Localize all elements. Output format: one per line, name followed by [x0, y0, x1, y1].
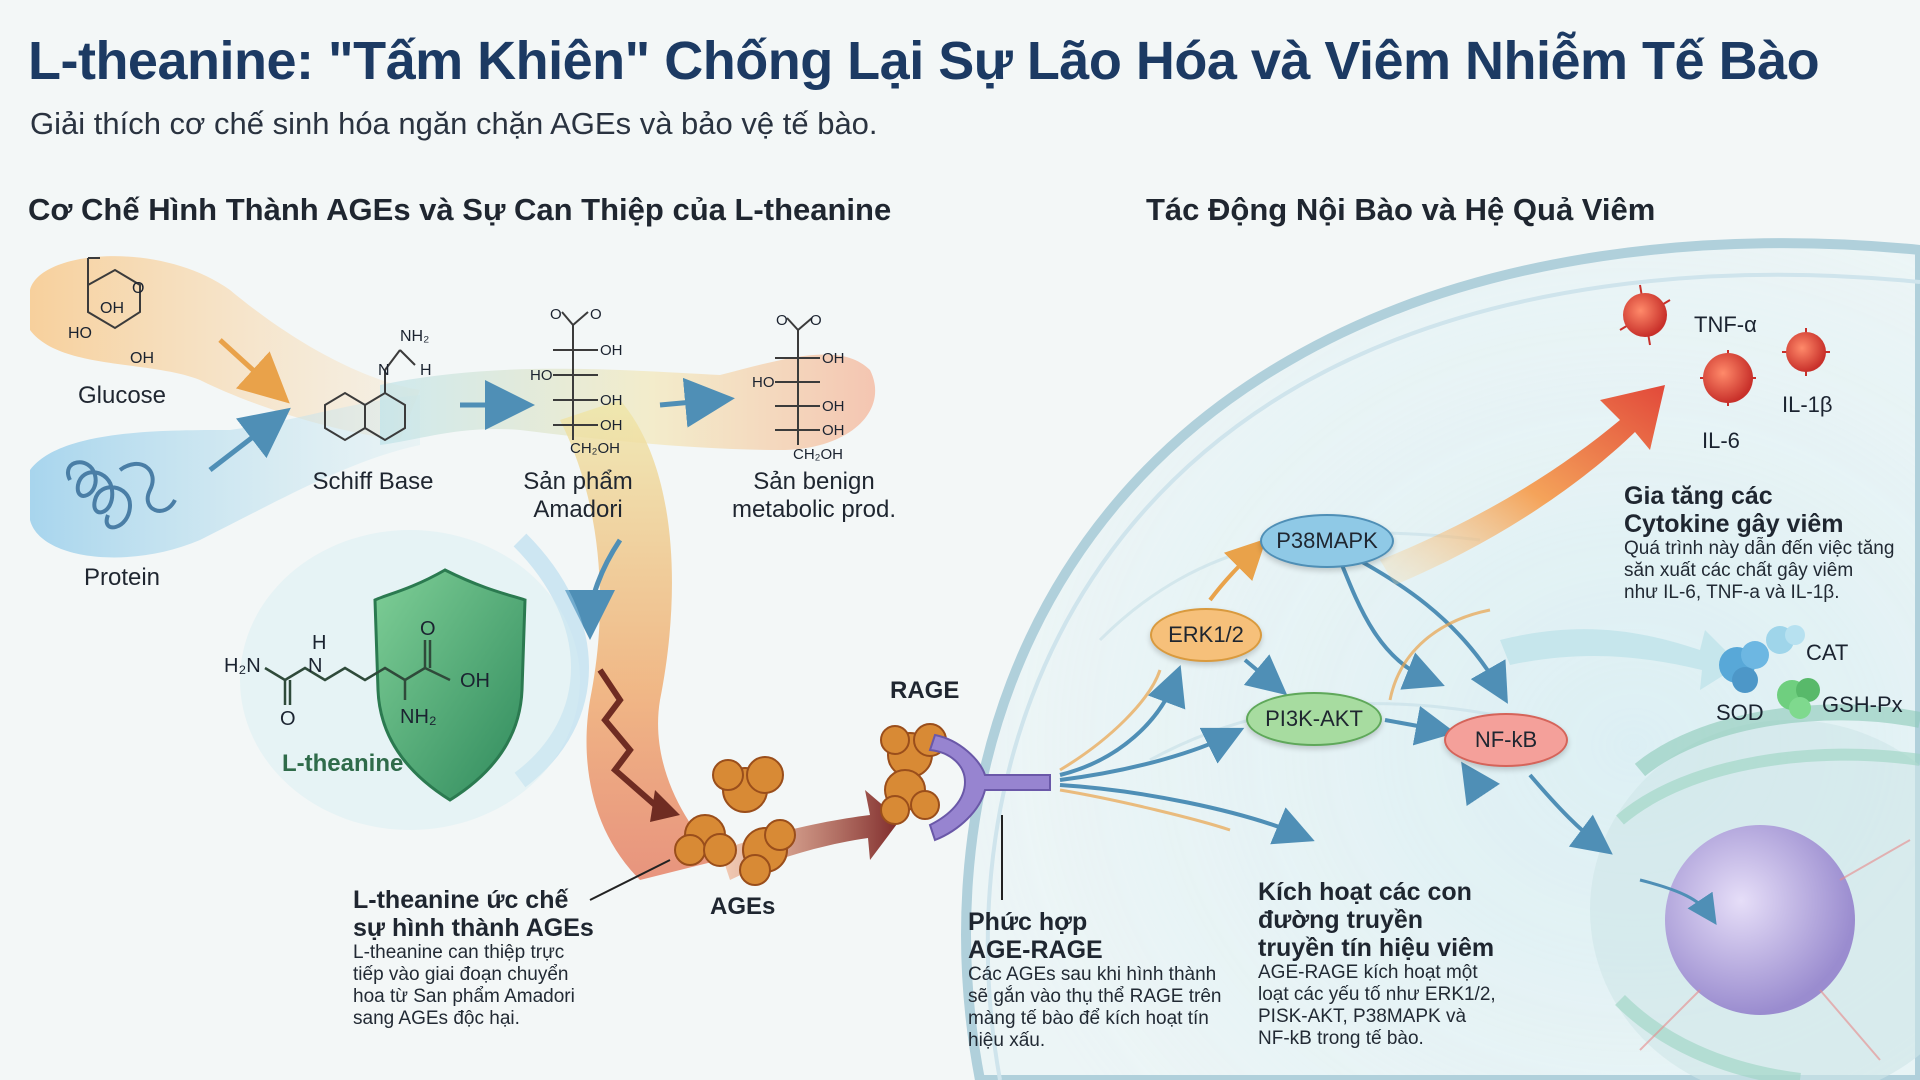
- atom-o: O: [132, 280, 145, 297]
- atom-oh: OH: [460, 670, 490, 692]
- ages-label: AGEs: [710, 893, 776, 920]
- atom-oh: OH: [822, 350, 845, 367]
- atom-o: O: [810, 312, 822, 329]
- cytokine-heading-line1: Gia tăng các: [1624, 482, 1773, 510]
- shield-icon: [373, 568, 527, 802]
- atom-o: O: [280, 708, 296, 730]
- schiff-base-label: Schiff Base: [312, 468, 434, 495]
- complex-annotation: Phức hợp AGE-RAGE Các AGEs sau khi hình …: [968, 908, 1258, 1052]
- inhibit-heading-line1: L-theanine ức chế: [353, 886, 569, 914]
- amadori-molecule: [553, 311, 598, 440]
- signal-body-line1: AGE-RAGE kích hoạt một: [1258, 962, 1478, 983]
- benign-molecule: [775, 317, 820, 445]
- complex-heading-line2: AGE-RAGE: [968, 936, 1103, 964]
- ltheanine-molecule: [264, 640, 451, 705]
- schiff-base-molecule: [324, 349, 416, 442]
- signal-heading-line2: đường truyền: [1258, 906, 1424, 934]
- atom-ch2oh: CH₂OH: [570, 440, 620, 457]
- page-subtitle: Giải thích cơ chế sinh hóa ngăn chặn AGE…: [30, 106, 878, 141]
- glucose-band: [30, 256, 420, 440]
- atom-nh2: NH₂: [400, 328, 430, 345]
- cytokine-heading-line2: Cytokine gây viêm: [1624, 510, 1844, 538]
- node-erk: ERK1/2: [1150, 608, 1262, 662]
- signal-body-line3: PISK-AKT, P38MAPK và: [1258, 1006, 1467, 1027]
- atom-h: H: [420, 362, 432, 379]
- cytokine-particles: [1619, 284, 1830, 406]
- complex-body-line4: hiệu xấu.: [968, 1030, 1046, 1051]
- node-p38mapk: P38MAPK: [1260, 514, 1394, 568]
- protein-label: Protein: [83, 564, 161, 591]
- signal-heading-line1: Kích hoạt các con: [1258, 878, 1472, 906]
- node-pi3k-akt: PI3K-AKT: [1246, 692, 1382, 746]
- complex-body-line3: màng tế bào để kích hoạt tín: [968, 1008, 1209, 1029]
- nucleus: [1590, 704, 1920, 1080]
- rage-label: RAGE: [890, 677, 960, 704]
- atom-nh2: NH₂: [400, 706, 437, 728]
- atom-h: H: [312, 632, 327, 654]
- ages-band: [560, 400, 720, 880]
- complex-heading-line1: Phức hợp: [968, 908, 1088, 936]
- inhibit-body-line1: L-theanine can thiệp trực: [353, 942, 565, 963]
- cytokine-body-line1: Quá trình này dẫn đến việc tăng: [1624, 538, 1895, 559]
- atom-ho: HO: [530, 367, 553, 384]
- atom-o: O: [590, 306, 602, 323]
- cytokine-body-line3: như IL-6, TNF-a và IL-1β.: [1624, 582, 1840, 603]
- atom-oh: OH: [130, 350, 154, 367]
- enzyme-gsh-label: GSH-Px: [1822, 692, 1903, 717]
- signal-arrows: [1059, 538, 1717, 925]
- atom-oh: OH: [600, 392, 623, 409]
- node-nfkb: NF-kB: [1444, 713, 1568, 767]
- glucose-molecule: [87, 257, 141, 330]
- benign-label-line2: metabolic prod.: [731, 496, 897, 523]
- atom-oh: OH: [822, 422, 845, 439]
- signal-body-line4: NF-kB trong tế bào.: [1258, 1028, 1424, 1049]
- atom-h2n: H₂N: [224, 655, 261, 677]
- right-section-heading: Tác Động Nội Bào và Hệ Quả Viêm: [1146, 192, 1656, 227]
- enzyme-particles: [1719, 625, 1820, 719]
- left-section-heading: Cơ Chế Hình Thành AGEs và Sự Can Thiệp c…: [28, 192, 892, 227]
- signal-heading-line3: truyền tín hiệu viêm: [1258, 934, 1495, 962]
- amadori-label-line2: Amadori: [533, 496, 623, 523]
- protein-icon: [66, 460, 177, 530]
- signal-body-line2: loạt các yếu tố như ERK1/2,: [1258, 984, 1496, 1005]
- atom-oh: OH: [600, 417, 623, 434]
- amadori-label-line1: Sản phẩm: [523, 468, 633, 495]
- atom-o: O: [776, 312, 788, 329]
- cytokine-il1-label: IL-1β: [1782, 392, 1833, 417]
- atom-ch2oh: CH₂OH: [793, 446, 843, 463]
- cytokine-il6-label: IL-6: [1702, 428, 1740, 453]
- complex-body-line1: Các AGEs sau khi hình thành: [968, 964, 1217, 985]
- cytokine-tnf-label: TNF-α: [1694, 312, 1757, 337]
- complex-body-line2: sẽ gắn vào thụ thể RAGE trên: [968, 986, 1222, 1007]
- atom-ho: HO: [68, 325, 92, 342]
- cytokine-body-line2: săn xuất các chất gây viêm: [1624, 560, 1854, 581]
- atom-n: N: [378, 362, 390, 379]
- inhibit-heading-line2: sự hình thành AGEs: [353, 914, 594, 942]
- cytokine-arrow: [1380, 385, 1665, 585]
- inhibit-annotation: L-theanine ức chế sự hình thành AGEs L-t…: [353, 886, 653, 1030]
- ltheanine-label: L-theanine: [282, 750, 404, 777]
- signal-annotation: Kích hoạt các con đường truyền truyền tí…: [1258, 878, 1548, 1050]
- atom-o: O: [420, 618, 436, 640]
- benign-label-line1: Sản benign: [753, 468, 875, 495]
- enzyme-sod-label: SOD: [1716, 700, 1764, 725]
- inhibit-body-line4: sang AGEs độc hại.: [353, 1008, 520, 1029]
- rage-receptor-icon: [928, 733, 1051, 842]
- atom-oh: OH: [100, 300, 124, 317]
- enzyme-arrow: [1500, 629, 1740, 690]
- atom-oh: OH: [600, 342, 623, 359]
- cytokine-annotation: Gia tăng các Cytokine gây viêm Quá trình…: [1624, 482, 1920, 604]
- enzyme-cat-label: CAT: [1806, 640, 1849, 665]
- inhibit-body-line2: tiếp vào giai đoạn chuyển: [353, 964, 569, 985]
- atom-oh: OH: [822, 398, 845, 415]
- atom-o: O: [550, 306, 562, 323]
- atom-ho: HO: [752, 374, 775, 391]
- ages-clusters: [674, 723, 947, 886]
- page-title: L-theanine: "Tấm Khiên" Chống Lại Sự Lão…: [28, 31, 1820, 91]
- glucose-label: Glucose: [77, 382, 167, 409]
- inhibit-body-line3: hoa từ San phẩm Amadori: [353, 986, 575, 1007]
- atom-n: N: [308, 655, 323, 677]
- zigzag-arrow: [597, 668, 657, 808]
